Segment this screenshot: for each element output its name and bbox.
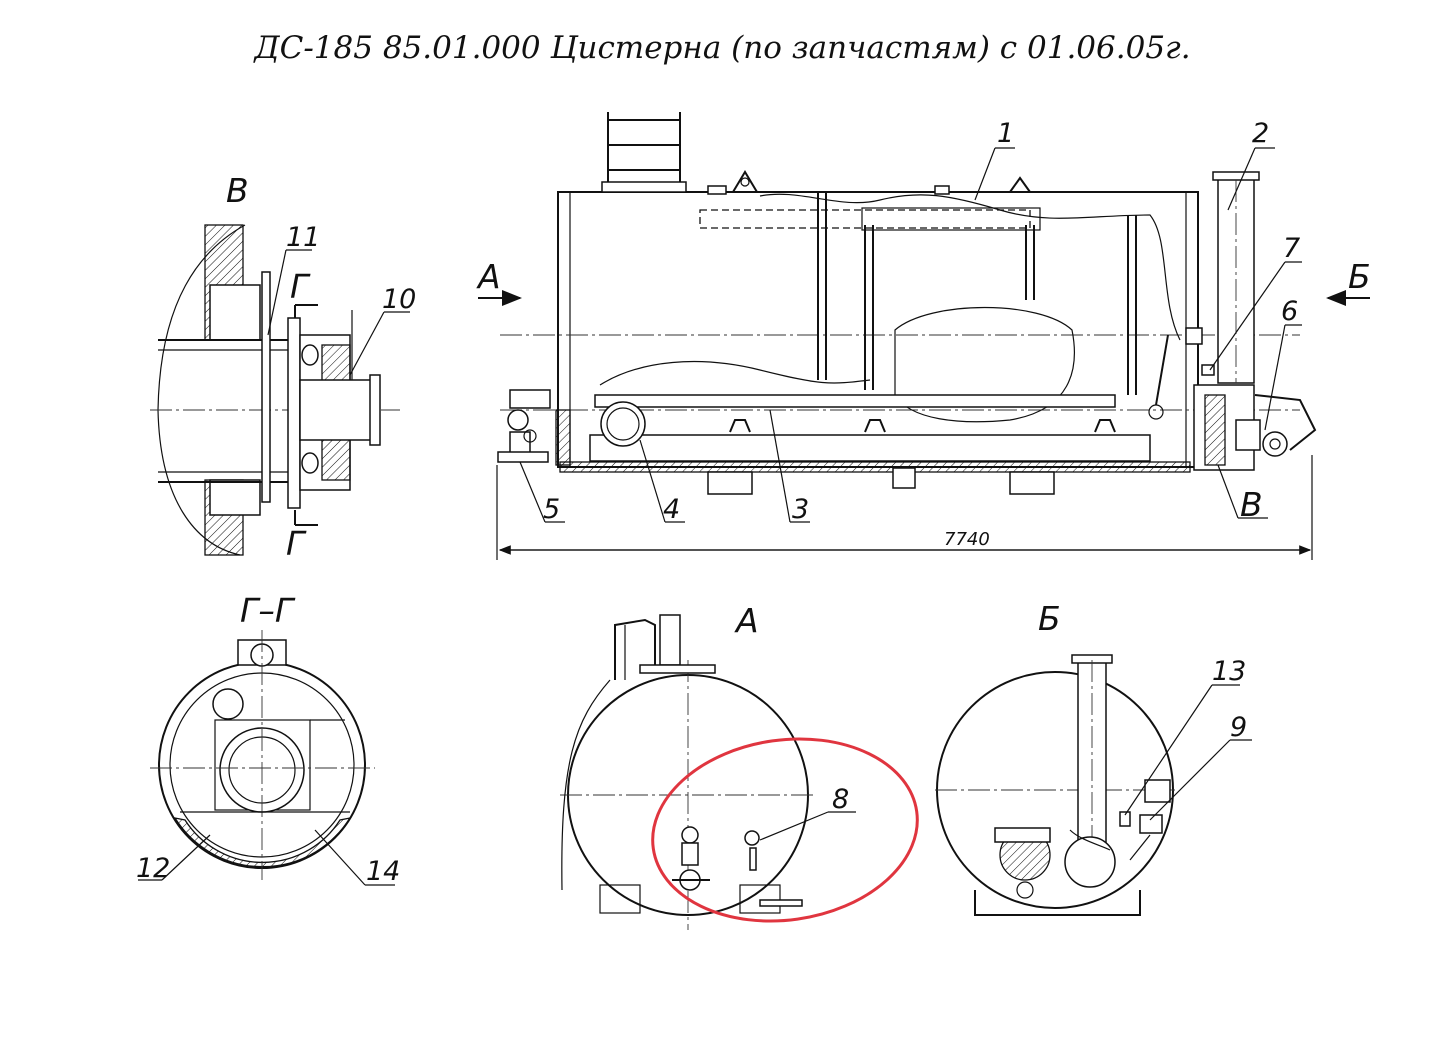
detail-v: В Г Г 11 10: [150, 171, 416, 563]
view-b-arrow-label: Б: [1348, 257, 1371, 296]
callout-3: 3: [792, 494, 809, 525]
callout-5: 5: [543, 494, 560, 525]
overall-length-dimension: 7740: [496, 455, 1313, 560]
dimension-value: 7740: [944, 529, 990, 550]
callout-13: 13: [1212, 656, 1246, 687]
section-mark-bottom: Г: [286, 524, 307, 563]
callout-9: 9: [1230, 712, 1247, 743]
top-ladder: [601, 112, 687, 193]
callout-12: 12: [136, 853, 170, 884]
section-gg-title: Г–Г: [240, 591, 296, 630]
callout-8: 8: [832, 784, 849, 815]
main-side-view: [497, 112, 1317, 495]
drain-valve-icon: [681, 826, 699, 844]
main-view-callouts: 1 2 3 4 5 6 7 В: [519, 118, 1302, 525]
view-a: А 8: [560, 601, 919, 930]
section-mark-top: Г: [290, 267, 311, 306]
callout-6: 6: [1281, 296, 1298, 327]
view-a-arrow-label: А: [476, 257, 501, 296]
highlight-ellipse: [651, 737, 919, 923]
view-b-title: Б: [1038, 599, 1061, 638]
detail-v-title: В: [226, 171, 249, 210]
section-gg: Г–Г 12 14: [136, 591, 400, 887]
callout-11: 11: [286, 222, 320, 253]
callout-2: 2: [1252, 118, 1269, 149]
detail-v-marker: В: [1240, 485, 1263, 524]
callout-4: 4: [663, 494, 680, 525]
view-a-title: А: [734, 601, 759, 640]
drawing-title: ДС-185 85.01.000 Цистерна (по запчастям)…: [254, 30, 1191, 66]
chimney: [1212, 171, 1260, 384]
callout-10: 10: [382, 284, 416, 315]
burner-assembly: [1193, 384, 1317, 471]
callout-1: 1: [997, 118, 1014, 149]
drain-valve-assembly: [497, 389, 551, 463]
callout-14: 14: [366, 856, 400, 887]
view-b: Б 13 9: [935, 599, 1252, 916]
fitting-icon: [744, 830, 760, 846]
callout-7: 7: [1283, 233, 1300, 264]
control-box-icon: [1119, 811, 1131, 827]
